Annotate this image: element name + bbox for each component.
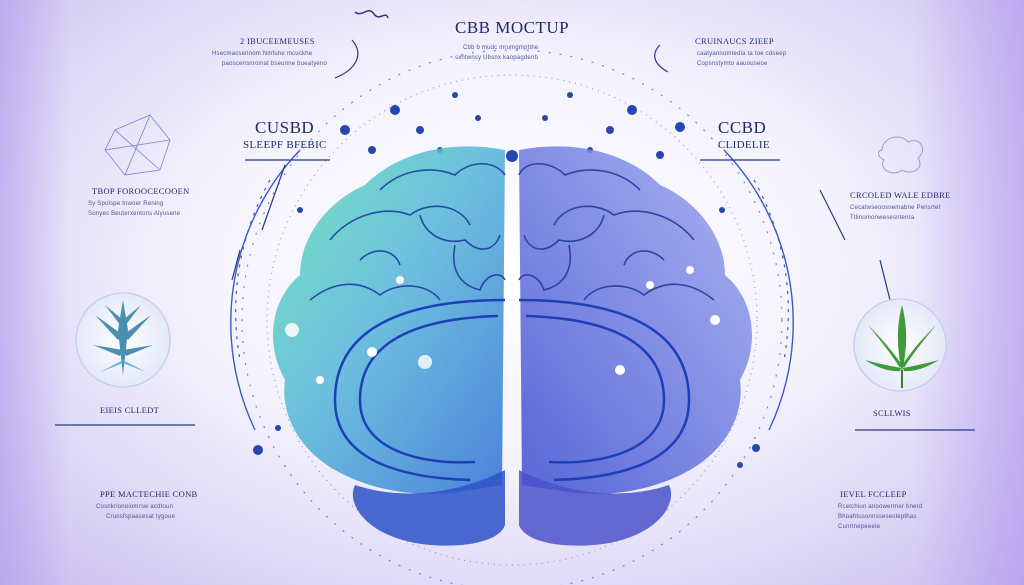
top-left-title: 2 Ibuceemeuses [240,36,315,46]
brain-cradle [333,298,691,482]
squiggle-icon [354,9,389,19]
neuron-icon [104,114,171,176]
pointer-arrow-left [334,39,359,79]
bottom-right-line1: Rcetchiun anoowerrner bnerd [838,504,923,510]
top-left-line2: paoscensnroinat bseunne bueatyeno [222,61,328,67]
top-left-line1: Hsecmacsennom Nmfuhe mcuckhe [212,51,313,57]
page-title: CBB MOCTUP [455,18,570,37]
brain-network-icon [878,136,923,174]
top-right-line1: caatyannomtedla ta toe cdseep [697,51,787,57]
bottom-left-title: Ppe mactechie Conb [100,489,198,499]
bottom-right-title: IEVEL FCCLEEP [840,489,907,499]
right-block-title: CRCOLED WALE EDBRE [850,190,951,200]
left-block-line1: Sy Spolspe tnwoer Rening [88,201,164,207]
header-subtitle: Cbb b mudc mrumgmptthe [463,45,539,51]
mid-right-subheading: CLIDELIE [718,139,770,151]
cannabis-leaf-icon [853,298,947,392]
right-block-line1: Cecatwseoosnemabne Pensrtet [850,205,941,211]
orbit-dots [253,92,760,468]
bottom-left-line1: Cosnkrionoiomrsw acdtoun [96,504,174,510]
left-plant-label: EIEIS CLLEDT [100,405,160,415]
brain-base-left [352,470,505,546]
mid-left-subheading: SLEEPF BFEBIC [243,139,327,151]
top-right-line2: Copsnstymto aauouseoe [697,61,768,67]
brain-base-right [519,470,672,546]
bottom-left-line2: Crunsfspaasesat tygoue [106,514,176,520]
brain-folds [309,162,715,301]
bottom-right-line3: Cunrtnepeeete [838,524,881,530]
pointer-arrow-right [654,44,669,73]
orbit-rings [230,49,794,585]
right-block-line2: Ttlinomonwesesntenra [850,215,915,221]
left-block-line2: Sonyes Beuterxentons Alyusene [88,211,181,217]
header-subtitle-2: sxntwnsy Ubsnx kaopagdenb [455,55,539,61]
connector-lines [55,159,975,431]
right-plant-label: SCLLWIS [873,408,911,418]
bottom-right-line2: Bhoahtusonnssesestepthas [838,514,917,520]
left-block-title: Tbop foroocecooen [92,186,190,196]
mid-right-heading: CCBD [718,118,767,137]
hemp-flower-icon [75,292,171,388]
top-right-title: CRUINAUCS ZIEEP [695,36,774,46]
mid-left-heading: CUSBD [255,118,315,137]
neuron-glow-dots [285,266,720,384]
